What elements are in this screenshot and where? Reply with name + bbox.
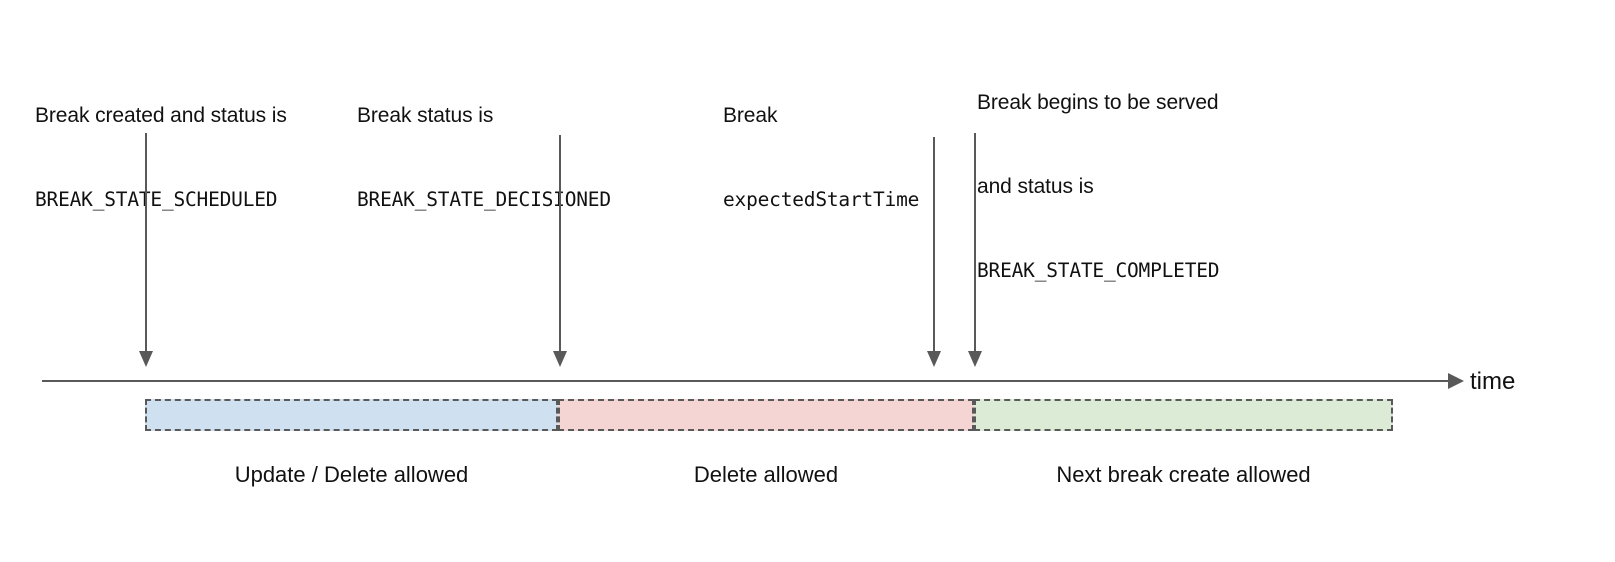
marker-scheduled [137,133,155,367]
arrow-down-icon [927,351,941,367]
time-axis-label: time [1470,368,1516,395]
caption-segment-completed: Next break create allowed [1056,462,1311,487]
annotation-expected-start-line-2: expectedStartTime [723,188,920,211]
annotation-scheduled-line-1: Break created and status is [35,104,287,127]
arrow-down-icon [139,351,153,367]
annotation-scheduled-line-2: BREAK_STATE_SCHEDULED [35,188,278,211]
segment-scheduled [145,399,558,431]
annotation-completed-line-3: BREAK_STATE_COMPLETED [977,259,1220,282]
annotation-expected-start: Break expectedStartTime [723,46,919,270]
caption-segment-scheduled: Update / Delete allowed [234,462,469,487]
arrow-right-icon [1448,373,1464,389]
arrow-shaft [559,135,561,351]
annotation-decisioned-line-2: BREAK_STATE_DECISIONED [357,188,611,211]
marker-decisioned [551,135,569,367]
arrow-shaft [974,133,976,351]
segment-completed [974,399,1393,431]
annotation-expected-start-line-1: Break [723,104,778,127]
time-axis-line [42,380,1452,382]
marker-expected-start [925,137,943,367]
annotation-completed-line-2: and status is [977,175,1094,198]
arrow-down-icon [553,351,567,367]
annotation-completed: Break begins to be served and status is … [977,33,1220,341]
caption-segment-decisioned: Delete allowed [693,462,839,487]
annotation-decisioned-line-1: Break status is [357,104,494,127]
segment-decisioned [558,399,974,431]
arrow-shaft [145,133,147,351]
phase-band [145,399,1393,431]
marker-completed [966,133,984,367]
annotation-scheduled: Break created and status is BREAK_STATE_… [35,46,287,270]
arrow-down-icon [968,351,982,367]
arrow-shaft [933,137,935,351]
annotation-completed-line-1: Break begins to be served [977,91,1219,114]
annotation-decisioned: Break status is BREAK_STATE_DECISIONED [357,46,611,270]
